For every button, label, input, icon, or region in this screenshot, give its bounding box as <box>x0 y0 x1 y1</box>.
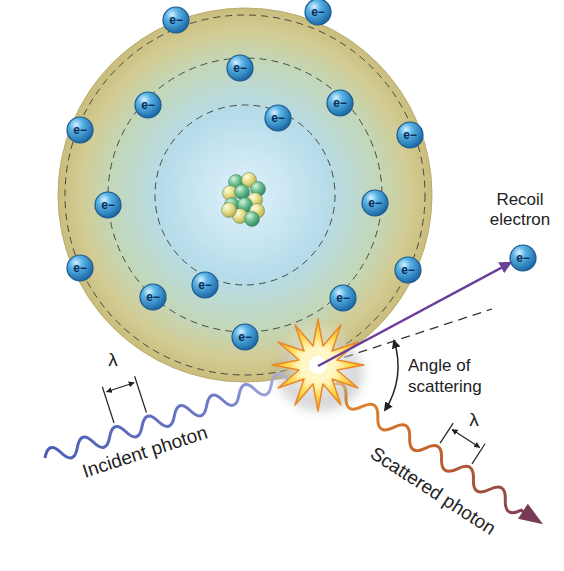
electron-symbol: e− <box>509 244 537 272</box>
electron: e− <box>191 271 219 299</box>
arrow-head <box>518 504 548 532</box>
nucleon <box>222 203 237 218</box>
wavelength-arrow <box>452 429 480 447</box>
electron-shell <box>65 15 425 375</box>
part-label: Recoil electron <box>476 190 564 231</box>
electron-symbol: e− <box>134 91 162 119</box>
recoil-electron: Recoil electron e− <box>476 190 564 274</box>
electron-ball <box>232 324 258 350</box>
electron-ball <box>362 190 388 216</box>
angle-label: Angle of scattering <box>408 355 512 398</box>
nucleon <box>235 185 250 200</box>
electron-symbol: e− <box>231 323 259 351</box>
electron-ball <box>330 285 356 311</box>
wavelength-arrow <box>107 383 135 392</box>
electron-symbol: e− <box>304 0 332 26</box>
electron-ball <box>135 92 161 118</box>
electron-ball <box>67 117 93 143</box>
atom-body <box>58 8 432 382</box>
electron-ball <box>510 245 536 271</box>
electron-symbol: e− <box>139 283 167 311</box>
nucleon <box>245 212 260 227</box>
electron-symbol: e− <box>396 121 424 149</box>
electron: e− <box>361 189 389 217</box>
electron: e− <box>396 121 424 149</box>
electron-ball <box>327 90 353 116</box>
electron: e− <box>226 54 254 82</box>
electron-symbol: e− <box>394 256 422 284</box>
electron: e− <box>134 91 162 119</box>
recoil-arrow <box>318 263 510 366</box>
electron-ball <box>192 272 218 298</box>
electron: e− <box>66 116 94 144</box>
electron-shell <box>108 58 382 332</box>
electron-ball <box>140 284 166 310</box>
electron-symbol: e− <box>226 54 254 82</box>
electron-ball <box>227 55 253 81</box>
electron-ball <box>305 0 331 25</box>
electron: e− <box>231 323 259 351</box>
electron-ball <box>163 7 189 33</box>
atom-shell: e−e−e−e−e−e−e−e−e−e−e−e−e−e−e−e− <box>58 8 432 382</box>
angle-arc <box>385 341 398 410</box>
electron: e− <box>139 283 167 311</box>
electron-ball <box>95 192 121 218</box>
electron: e− <box>66 254 94 282</box>
electron-ball <box>395 257 421 283</box>
electron-symbol: e− <box>162 6 190 34</box>
electron-shell <box>155 105 335 285</box>
electron-ball <box>397 122 423 148</box>
photon-label: Incident photon <box>80 421 211 484</box>
electron-symbol: e− <box>329 284 357 312</box>
nucleus <box>222 173 266 227</box>
electron-ball <box>265 105 291 131</box>
electron: e− <box>264 104 292 132</box>
electron: e− <box>394 256 422 284</box>
electron-symbol: e− <box>326 89 354 117</box>
electron-symbol: e− <box>361 189 389 217</box>
electron: e− <box>304 0 332 26</box>
electron: e− <box>329 284 357 312</box>
wavelength-symbol: λ <box>469 408 479 432</box>
electron-ball <box>67 255 93 281</box>
electron-symbol: e− <box>94 191 122 219</box>
photon-label: Scattered photon <box>366 442 500 541</box>
electron: e− <box>326 89 354 117</box>
wavelength-bracket <box>102 376 146 423</box>
electron: e− <box>94 191 122 219</box>
electron-symbol: e− <box>66 116 94 144</box>
wavelength-symbol: λ <box>108 348 118 372</box>
electron-symbol: e− <box>264 104 292 132</box>
electron-symbol: e− <box>191 271 219 299</box>
electron-symbol: e− <box>66 254 94 282</box>
electron: e− <box>162 6 190 34</box>
